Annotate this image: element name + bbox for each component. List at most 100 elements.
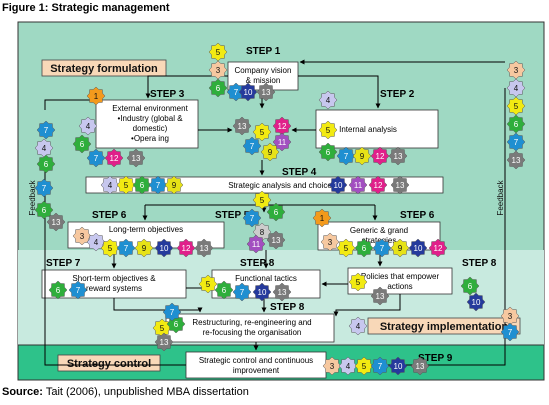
step-badge: 12 [428,238,448,258]
step-badge-shape [370,146,390,166]
step-badge-shape [252,190,272,210]
step-badge: 3 [500,306,520,326]
step-badge-number: 5 [362,362,367,371]
step-badge: 3 [506,60,526,80]
step-badge-shape [506,150,526,170]
generic-line-2: strategies [362,236,397,245]
step-badge: 4 [34,138,54,158]
step-badge-shape [86,232,106,252]
restructuring-line-2: re-focusing the organisation [203,328,302,337]
step-badge-shape [242,208,262,228]
step-badge-number: 7 [514,138,519,147]
step-badge-shape [368,175,388,195]
step-badge-shape [328,175,348,195]
step-badge-shape [354,356,374,376]
step-badge-number: 5 [124,181,129,190]
step-badge-number: 12 [182,244,191,253]
shortterm-line-2: reward systems [86,284,142,293]
step-badge-number: 7 [44,126,49,135]
step-badge-number: 5 [160,324,165,333]
step-badge-number: 9 [398,244,403,253]
step-badge-shape [208,78,228,98]
step-badge-number: 9 [360,152,365,161]
step-badge: 12 [104,148,124,168]
box-control: Strategic control and continuous improve… [185,351,327,379]
step-badge: 5 [152,318,172,338]
step-9-label: STEP 9 [418,353,453,364]
step-badge-shape [116,175,136,195]
step-badge: 12 [272,116,292,136]
step-badge: 5 [252,190,272,210]
step-badge-number: 10 [160,244,169,253]
step-badge-shape [116,238,136,258]
step-badge: 6 [132,175,152,195]
step-badge: 6 [34,200,54,220]
step-badge-number: 6 [56,286,61,295]
step-1-label: STEP 1 [246,46,281,57]
step-badge-number: 9 [172,181,177,190]
step-badge-number: 6 [80,140,85,149]
arrow-policies-restructuring [333,294,401,317]
step-badge-shape [72,226,92,246]
step-badge: 5 [198,274,218,294]
step-badge-number: 7 [124,244,129,253]
step-badge-shape [252,282,272,302]
step-badge: 13 [194,238,214,258]
step-badge-number: 13 [416,362,425,371]
step-6a-label: STEP 6 [92,210,127,221]
step-badge: 5 [116,175,136,195]
step-badge-number: 10 [258,288,267,297]
arrow-vision-external [145,75,228,99]
step-badge-number: 4 [86,122,91,131]
internal-line-1: Internal analysis [339,125,397,134]
step-badge-shape [460,276,480,296]
step-badge: 4 [348,316,368,336]
step-badge-number: 6 [514,120,519,129]
step-badge-number: 6 [326,148,331,157]
step-badge-shape [272,282,292,302]
step-badge-shape [348,316,368,336]
step-badge-shape [232,282,252,302]
step-badge: 13 [370,286,390,306]
step-badge-number: 6 [44,160,49,169]
step-badge-shape [272,132,292,152]
step-badge: 4 [338,356,358,376]
step-badge: 7 [116,238,136,258]
step-badge-number: 4 [326,96,331,105]
step-8b-label: STEP 8 [462,258,497,269]
step-badge-number: 7 [378,362,383,371]
step-badge-number: 13 [278,288,287,297]
step-badge: 11 [348,175,368,195]
step-badge-number: 5 [216,48,221,57]
step-badge: 7 [242,208,262,228]
step-badge-number: 13 [512,156,521,165]
phase-formulation-label: Strategy formulation [50,63,158,75]
step-badge-number: 7 [94,154,99,163]
step-badge-number: 7 [42,184,47,193]
step-badge-shape [388,356,408,376]
step-badge-shape [162,302,182,322]
step-badge-shape [104,148,124,168]
step-8a-label: STEP 8 [240,258,275,269]
phase-implementation-label: Strategy implementation [380,321,509,333]
step-badge-number: 3 [328,238,333,247]
step-badge-shape [390,175,410,195]
step-badge-shape [154,238,174,258]
step-badge-number: 6 [468,282,473,291]
step-badge-shape [252,122,272,142]
step-badge: 3 [322,356,342,376]
feedback-label-left: Feedback [28,179,37,215]
step-badge-number: 12 [374,181,383,190]
step-badge-shape [318,120,338,140]
box-restructuring: Restructuring, re-engineering and re-foc… [165,313,335,343]
step-badge-shape [428,238,448,258]
step-badge-shape [408,238,428,258]
step-badge-shape [338,356,358,376]
step-badge-number: 7 [250,142,255,151]
step-badge-shape [68,280,88,300]
step-badge-shape [246,234,266,254]
control-line-2: improvement [233,366,280,375]
step-badge-shape [390,238,410,258]
phase-formulation-box [41,59,167,77]
step-badge-number: 7 [344,152,349,161]
